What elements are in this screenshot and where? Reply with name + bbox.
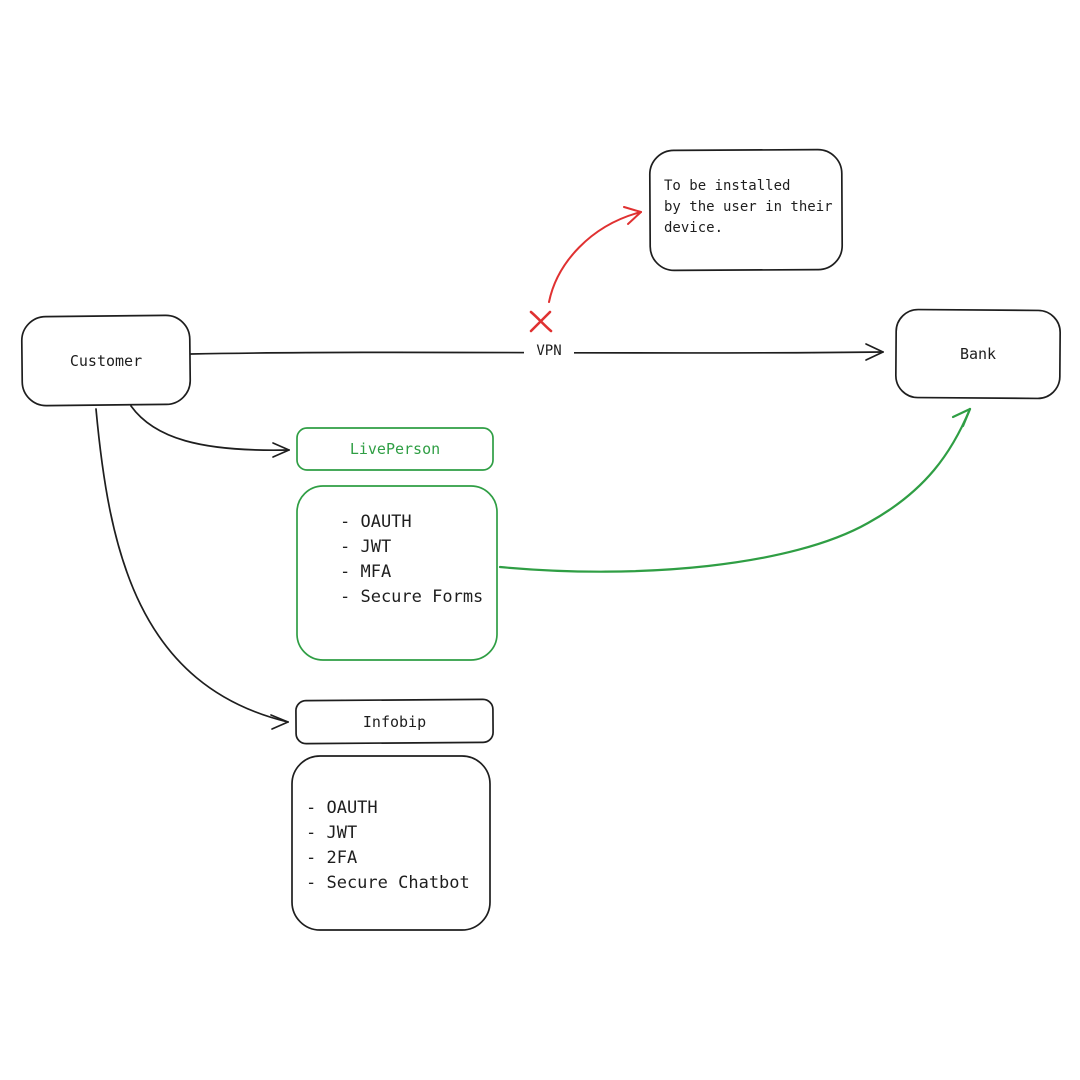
customer-infobip-arrow [95, 408, 289, 730]
note-line-1: To be installed [664, 178, 791, 194]
infobip-node-label: Infobip [362, 712, 427, 731]
infobip-feature-item: - JWT [306, 823, 358, 843]
infobip-feature-item: - OAUTH [306, 798, 378, 818]
x-to-note-arrow [548, 206, 642, 303]
bank-node-label: Bank [959, 345, 997, 363]
note-line-2: by the user in their [664, 199, 833, 215]
liveperson-node-label: LivePerson [349, 440, 441, 458]
note-line-3: device. [664, 220, 724, 236]
liveperson-feature-list: - OAUTH - JWT - MFA - Secure Forms [340, 510, 483, 610]
infobip-feature-item: - Secure Chatbot [306, 873, 470, 893]
liveperson-to-bank-arrow [498, 407, 972, 573]
liveperson-node-shape [296, 427, 494, 471]
red-x-mark [529, 310, 553, 333]
infobip-feature-list: - OAUTH - JWT - 2FA - Secure Chatbot [306, 796, 470, 896]
liveperson-feature-item: - OAUTH [340, 512, 412, 532]
bank-node-shape [894, 308, 1062, 400]
customer-node-label: Customer [69, 351, 143, 370]
note-text: To be installed by the user in their dev… [664, 176, 834, 239]
customer-node-shape [20, 314, 192, 407]
infobip-feature-item: - 2FA [306, 848, 358, 868]
vpn-edge-label: VPN [524, 343, 574, 359]
customer-liveperson-arrow [130, 405, 290, 458]
liveperson-features-box-shape [296, 485, 498, 661]
liveperson-feature-item: - JWT [340, 537, 392, 557]
infobip-node-shape [295, 698, 494, 745]
note-box-shape [648, 148, 844, 272]
liveperson-feature-item: - Secure Forms [340, 587, 484, 607]
infobip-features-box-shape [291, 755, 491, 931]
liveperson-feature-item: - MFA [340, 562, 392, 582]
